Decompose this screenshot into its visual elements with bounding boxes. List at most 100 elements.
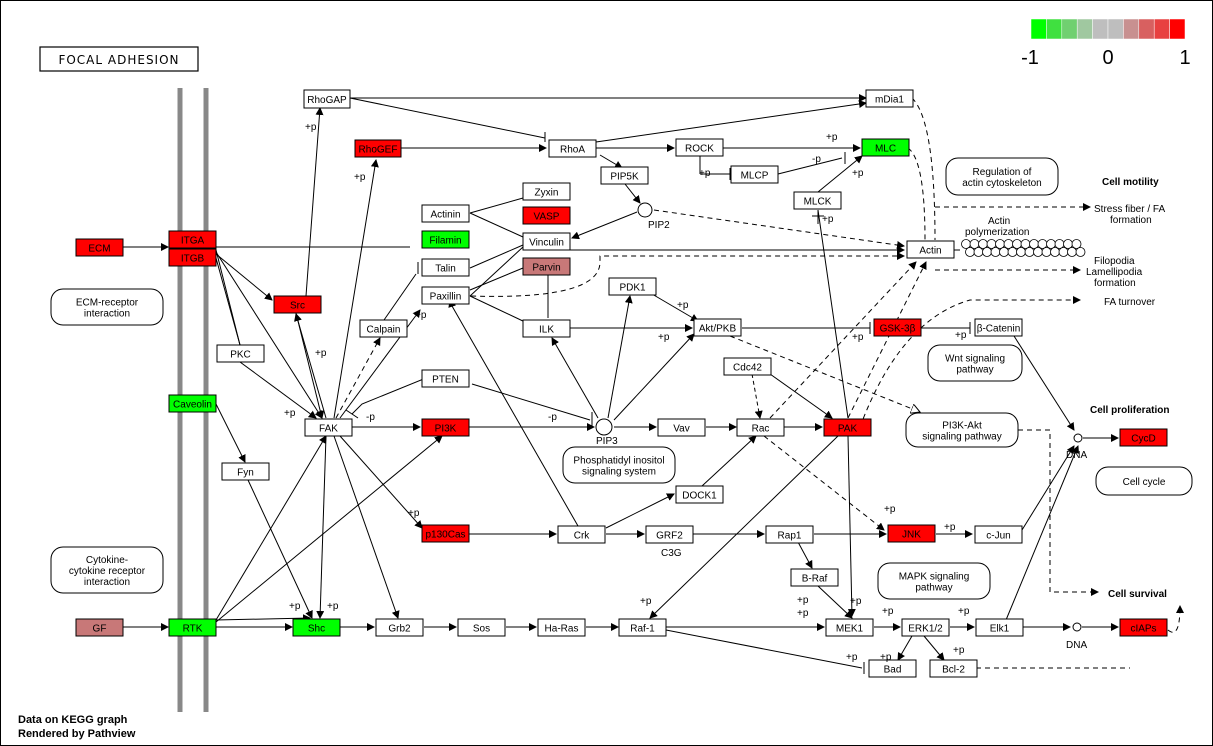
node-mlcp[interactable]: MLCP bbox=[730, 165, 779, 184]
node-grf2[interactable]: GRF2 bbox=[645, 525, 694, 544]
node-fak[interactable]: FAK bbox=[304, 418, 353, 437]
node-bcl2[interactable]: Bcl-2 bbox=[929, 659, 978, 678]
actin-bead bbox=[1007, 247, 1018, 257]
node-sos[interactable]: Sos bbox=[457, 618, 506, 637]
legend-swatch bbox=[1061, 18, 1078, 40]
diagram-title: FOCAL ADHESION bbox=[58, 53, 179, 67]
node-label: FAK bbox=[319, 424, 338, 435]
node-calpain[interactable]: Calpain bbox=[359, 319, 408, 338]
node-pkc[interactable]: PKC bbox=[216, 344, 265, 363]
node-raf1[interactable]: Raf-1 bbox=[618, 618, 667, 637]
outcome-filopodia-3: formation bbox=[1094, 278, 1136, 289]
legend-swatch bbox=[1046, 18, 1063, 40]
node-label: DOCK1 bbox=[682, 491, 717, 502]
node-fyn[interactable]: Fyn bbox=[221, 462, 270, 481]
node-aktpkb[interactable]: Akt/PKB bbox=[693, 318, 742, 337]
node-rac[interactable]: Rac bbox=[736, 418, 785, 437]
node-label: JNK bbox=[902, 530, 921, 541]
node-ciaps[interactable]: cIAPs bbox=[1119, 618, 1168, 637]
legend-label-max: 1 bbox=[1179, 47, 1190, 69]
node-rock[interactable]: ROCK bbox=[675, 138, 724, 157]
node-rhoa[interactable]: RhoA bbox=[548, 139, 597, 158]
node-itgb[interactable]: ITGB bbox=[168, 248, 217, 267]
actin-bead bbox=[982, 247, 992, 257]
node-pak[interactable]: PAK bbox=[823, 418, 872, 437]
node-mlc[interactable]: MLC bbox=[861, 138, 910, 157]
node-filamin[interactable]: Filamin bbox=[421, 230, 470, 249]
node-label: Raf-1 bbox=[630, 624, 655, 635]
node-label: ITGA bbox=[181, 236, 205, 247]
node-ilk[interactable]: ILK bbox=[522, 319, 571, 338]
node-zyxin[interactable]: Zyxin bbox=[522, 182, 571, 201]
pathway-boxes: ECM-receptorinteractionCytokine-cytokine… bbox=[50, 157, 1193, 600]
node-erk12[interactable]: ERK1/2 bbox=[901, 618, 950, 637]
node-bcatenin[interactable]: β-Catenin bbox=[974, 318, 1023, 337]
node-pten[interactable]: PTEN bbox=[421, 369, 470, 388]
node-rhogef[interactable]: RhoGEF bbox=[354, 139, 402, 158]
node-dock1[interactable]: DOCK1 bbox=[675, 485, 724, 504]
node-label: VASP bbox=[534, 212, 560, 223]
node-gsk3b[interactable]: GSK-3β bbox=[873, 318, 922, 337]
pathway-label: signaling system bbox=[582, 467, 656, 478]
node-rtk[interactable]: RTK bbox=[168, 618, 217, 637]
credit-line-2: Rendered by Pathview bbox=[18, 728, 136, 740]
phospho-plus-label: +p bbox=[846, 652, 858, 663]
node-mdia1[interactable]: mDia1 bbox=[865, 89, 914, 108]
node-label: Crk bbox=[574, 531, 591, 542]
node-pdk1[interactable]: PDK1 bbox=[608, 277, 657, 296]
outcome-actin-poly-1: Actin bbox=[988, 216, 1010, 227]
node-label: CycD bbox=[1131, 434, 1155, 445]
node-caveolin[interactable]: Caveolin bbox=[168, 394, 217, 413]
node-label: Cdc42 bbox=[733, 363, 762, 374]
node-label: Caveolin bbox=[173, 400, 212, 411]
node-vav[interactable]: Vav bbox=[657, 418, 706, 437]
node-label: ECM bbox=[88, 244, 110, 255]
pathway-cell-cycle[interactable]: Cell cycle bbox=[1095, 466, 1193, 496]
node-cdc42[interactable]: Cdc42 bbox=[723, 357, 772, 376]
node-braf[interactable]: B-Raf bbox=[790, 568, 839, 587]
node-mlck[interactable]: MLCK bbox=[793, 191, 842, 210]
node-elk1[interactable]: Elk1 bbox=[975, 618, 1024, 637]
node-actin[interactable]: Actin bbox=[906, 240, 955, 259]
node-src[interactable]: Src bbox=[273, 295, 322, 314]
node-actinin[interactable]: Actinin bbox=[421, 204, 470, 223]
node-parvin[interactable]: Parvin bbox=[522, 257, 571, 276]
actin-bead bbox=[1003, 239, 1014, 249]
node-vinculin[interactable]: Vinculin bbox=[522, 232, 571, 251]
node-gf[interactable]: GF bbox=[75, 618, 124, 637]
node-shc[interactable]: Shc bbox=[292, 618, 341, 637]
node-label: Zyxin bbox=[535, 188, 559, 199]
node-haras[interactable]: Ha-Ras bbox=[537, 618, 586, 637]
node-crk[interactable]: Crk bbox=[557, 525, 606, 544]
pathway-label: PI3K-Akt bbox=[942, 421, 982, 432]
node-rap1[interactable]: Rap1 bbox=[765, 525, 814, 544]
node-bad[interactable]: Bad bbox=[868, 659, 917, 678]
phospho-plus-label: +p bbox=[408, 508, 420, 519]
node-paxillin[interactable]: Paxillin bbox=[421, 286, 470, 305]
pathway-label: interaction bbox=[84, 309, 130, 320]
actin-filament bbox=[961, 239, 1086, 257]
node-vasp[interactable]: VASP bbox=[522, 206, 571, 225]
node-rhogap[interactable]: RhoGAP bbox=[303, 89, 351, 109]
node-ecm[interactable]: ECM bbox=[75, 238, 124, 257]
legend-swatch bbox=[1092, 18, 1109, 40]
node-itga[interactable]: ITGA bbox=[168, 230, 217, 249]
node-pi3k[interactable]: PI3K bbox=[421, 418, 470, 437]
node-cycd[interactable]: CycD bbox=[1119, 428, 1168, 447]
node-jnk[interactable]: JNK bbox=[887, 524, 936, 543]
node-grb2[interactable]: Grb2 bbox=[375, 618, 424, 637]
node-pip5k[interactable]: PIP5K bbox=[600, 166, 649, 185]
node-p130cas[interactable]: p130Cas bbox=[421, 524, 470, 543]
node-cjun[interactable]: c-Jun bbox=[974, 525, 1023, 544]
node-mek1[interactable]: MEK1 bbox=[825, 618, 874, 637]
phospho-plus-label: +p bbox=[797, 608, 809, 619]
phospho-plus-label: +p bbox=[882, 606, 894, 617]
node-talin[interactable]: Talin bbox=[421, 258, 470, 277]
